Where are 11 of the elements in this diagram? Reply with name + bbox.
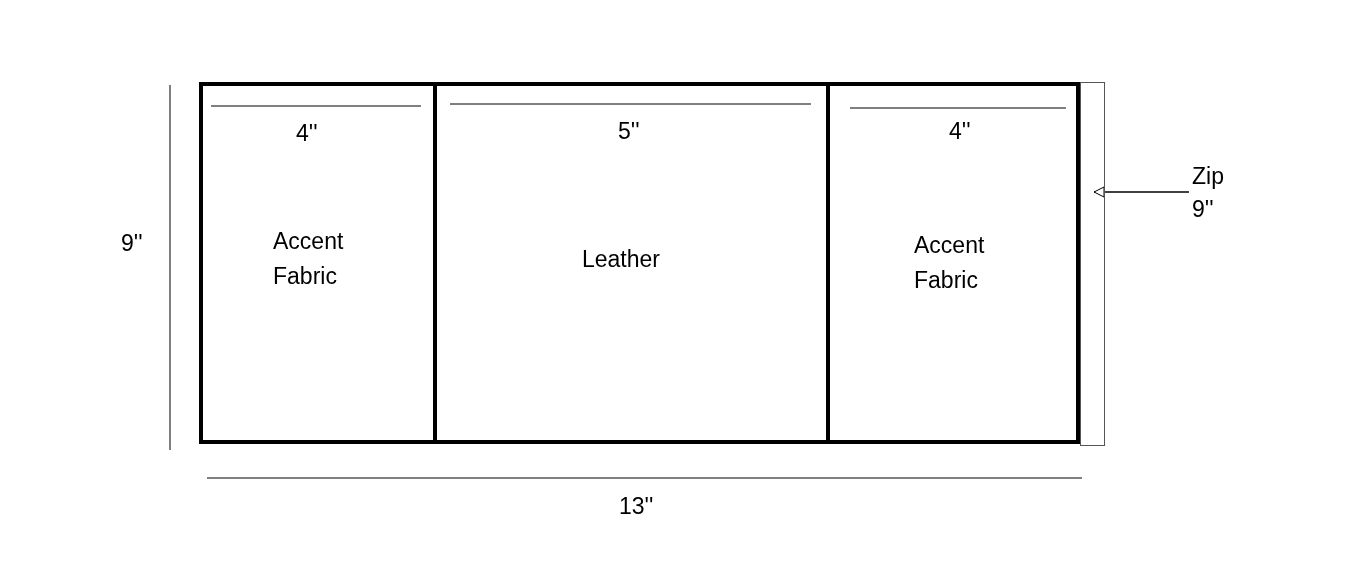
panel-label: Leather: [582, 245, 660, 274]
dimension-label: 13'': [619, 493, 654, 519]
panel-label: Accent Fabric: [273, 227, 344, 291]
panel-label: Accent Fabric: [914, 231, 985, 295]
zipper-strip: [1080, 82, 1105, 446]
dimension-label: 5'': [618, 118, 640, 144]
dimension-label: 4'': [949, 118, 971, 144]
dimension-label: 9'': [121, 230, 143, 256]
dimension-label: 4'': [296, 120, 318, 146]
callout-text: Zip 9'': [1192, 160, 1224, 226]
arrow: [1093, 186, 1190, 198]
